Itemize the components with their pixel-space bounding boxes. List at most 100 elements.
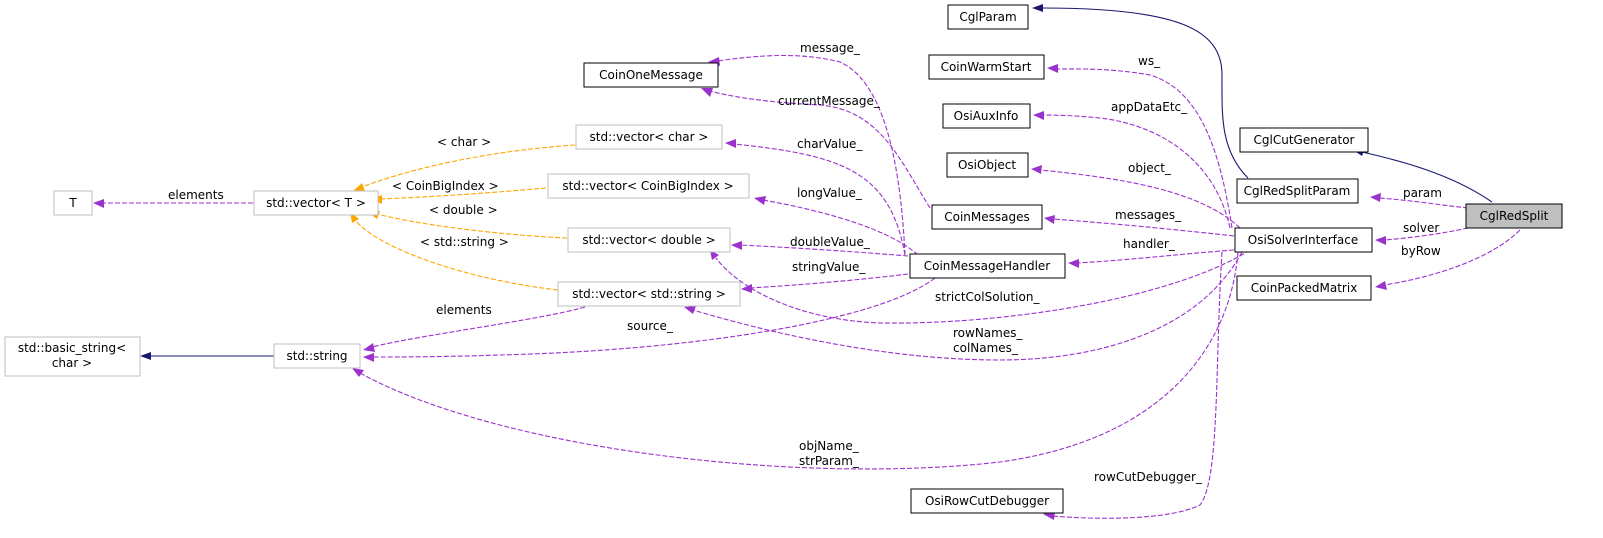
label-tmpl-coinbigindex: < CoinBigIndex >	[392, 179, 499, 193]
svg-text:CoinWarmStart: CoinWarmStart	[941, 60, 1032, 74]
arrowhead-solver	[1375, 236, 1386, 245]
arrowhead-stringvalue	[741, 284, 752, 293]
label-messages: messages_	[1115, 208, 1182, 222]
label-appdataetc: appDataEtc_	[1111, 100, 1188, 114]
label-object: object_	[1128, 161, 1172, 175]
node-basic-string[interactable]: std::basic_string< char >	[4, 336, 141, 377]
arrowhead-source	[363, 353, 374, 362]
node-osirowcutdebugger[interactable]: OsiRowCutDebugger	[910, 488, 1064, 514]
edge-rowcutdebugger	[1051, 251, 1223, 519]
edge-tmpl-coinbigindex	[379, 187, 547, 200]
label-ws: ws_	[1138, 54, 1161, 68]
arrowhead-messages	[1044, 215, 1055, 224]
node-vector-string[interactable]: std::vector< std::string >	[557, 281, 741, 307]
node-vector-double[interactable]: std::vector< double >	[567, 227, 731, 253]
svg-text:std::vector< CoinBigIndex >: std::vector< CoinBigIndex >	[562, 179, 733, 193]
svg-text:OsiObject: OsiObject	[958, 158, 1016, 172]
edge-tmpl-char	[361, 144, 576, 188]
label-byrow: byRow	[1401, 244, 1441, 258]
edge-byrow	[1383, 229, 1521, 286]
label-strictcolsolution: strictColSolution_	[935, 290, 1040, 304]
edge-objname-strparam	[359, 251, 1239, 470]
edge-tmpl-double	[376, 213, 568, 239]
node-vector-t[interactable]: std::vector< T >	[253, 190, 379, 216]
node-osiobject[interactable]: OsiObject	[946, 152, 1029, 178]
svg-text:CglParam: CglParam	[959, 10, 1016, 24]
edge-param	[1377, 197, 1469, 209]
node-coinonemessage[interactable]: CoinOneMessage	[583, 62, 719, 88]
arrowhead-basicstring	[140, 352, 151, 360]
edge-source	[371, 277, 936, 358]
edge-longvalue	[762, 199, 919, 256]
svg-text:CoinOneMessage: CoinOneMessage	[599, 68, 703, 82]
label-tmpl-double: < double >	[429, 203, 498, 217]
node-vector-coinbigindex[interactable]: std::vector< CoinBigIndex >	[547, 173, 750, 199]
node-osiauxinfo[interactable]: OsiAuxInfo	[942, 103, 1031, 129]
arrowhead-objname-strparam	[352, 368, 364, 377]
svg-text:std::vector< double >: std::vector< double >	[582, 233, 715, 247]
node-coinmessagehandler[interactable]: CoinMessageHandler	[909, 253, 1066, 279]
svg-text:std::string: std::string	[286, 349, 347, 363]
node-coinwarmstart[interactable]: CoinWarmStart	[928, 54, 1045, 80]
node-vector-char[interactable]: std::vector< char >	[575, 124, 723, 150]
svg-text:std::vector< char >: std::vector< char >	[590, 130, 709, 144]
edge-cglredsplit-to-cglcutgenerator	[1361, 151, 1493, 203]
edge-message	[716, 54, 906, 256]
edge-strictcolsolution	[715, 249, 1251, 324]
arrowhead-elements-vector	[93, 199, 104, 208]
label-solver: solver	[1403, 221, 1439, 235]
svg-text:std::vector< T >: std::vector< T >	[266, 196, 366, 210]
svg-text:OsiAuxInfo: OsiAuxInfo	[954, 109, 1019, 123]
node-coinpackedmatrix[interactable]: CoinPackedMatrix	[1236, 275, 1372, 301]
edge-doublevalue	[739, 244, 909, 257]
label-stringvalue: stringValue_	[792, 260, 866, 274]
svg-text:char >: char >	[52, 356, 92, 370]
node-cglparam[interactable]: CglParam	[947, 4, 1029, 30]
arrowhead-param	[1370, 193, 1381, 202]
node-coinmessages[interactable]: CoinMessages	[931, 204, 1043, 230]
edge-object	[1039, 169, 1241, 229]
node-t[interactable]: T	[53, 190, 93, 216]
arrowhead-object	[1031, 165, 1042, 174]
node-std-string[interactable]: std::string	[273, 343, 361, 369]
svg-text:CoinPackedMatrix: CoinPackedMatrix	[1251, 281, 1358, 295]
svg-text:std::basic_string<: std::basic_string<	[18, 341, 126, 355]
arrowhead-appdataetc	[1033, 111, 1044, 120]
label-source: source_	[627, 319, 674, 333]
svg-text:CglRedSplit: CglRedSplit	[1480, 209, 1549, 223]
svg-text:T: T	[68, 196, 77, 210]
node-cglcutgenerator[interactable]: CglCutGenerator	[1239, 127, 1369, 153]
svg-text:OsiSolverInterface: OsiSolverInterface	[1248, 233, 1358, 247]
arrowhead-rownames-colnames	[684, 306, 696, 314]
edge-tmpl-string	[354, 219, 559, 291]
node-cglredsplit[interactable]: CglRedSplit	[1465, 203, 1563, 229]
node-osisolverinterface[interactable]: OsiSolverInterface	[1234, 227, 1373, 253]
edge-rownames-colnames	[692, 251, 1243, 361]
edge-charvalue	[733, 143, 906, 256]
svg-text:CoinMessageHandler: CoinMessageHandler	[924, 259, 1051, 273]
label-rownames: rowNames_	[953, 326, 1023, 340]
label-charvalue: charValue_	[797, 137, 863, 151]
edge-messages	[1052, 218, 1235, 237]
label-rowcutdebugger: rowCutDebugger_	[1094, 470, 1203, 484]
label-currentmessage: currentMessage_	[778, 94, 881, 108]
svg-text:CglCutGenerator: CglCutGenerator	[1254, 133, 1355, 147]
arrowhead-ws	[1047, 64, 1058, 73]
arrowhead-elements-string	[363, 343, 375, 352]
label-elements-vector: elements	[168, 188, 224, 202]
svg-text:std::vector< std::string >: std::vector< std::string >	[572, 287, 726, 301]
arrowhead-charvalue	[725, 139, 736, 148]
arrowhead-tmpl-char	[353, 183, 365, 191]
label-handler: handler_	[1123, 237, 1176, 251]
node-cglredsplitparam[interactable]: CglRedSplitParam	[1236, 178, 1359, 204]
svg-text:CoinMessages: CoinMessages	[944, 210, 1030, 224]
label-longvalue: longValue_	[797, 186, 863, 200]
edge-elements-string	[371, 306, 586, 348]
edge-currentmessage	[709, 90, 931, 209]
edge-solver	[1383, 227, 1469, 241]
label-doublevalue: doubleValue_	[790, 235, 871, 249]
label-elements-string: elements	[436, 303, 492, 317]
edge-cglredsplitparam-to-cglparam	[1041, 7, 1249, 179]
arrowhead-handler	[1068, 259, 1079, 268]
